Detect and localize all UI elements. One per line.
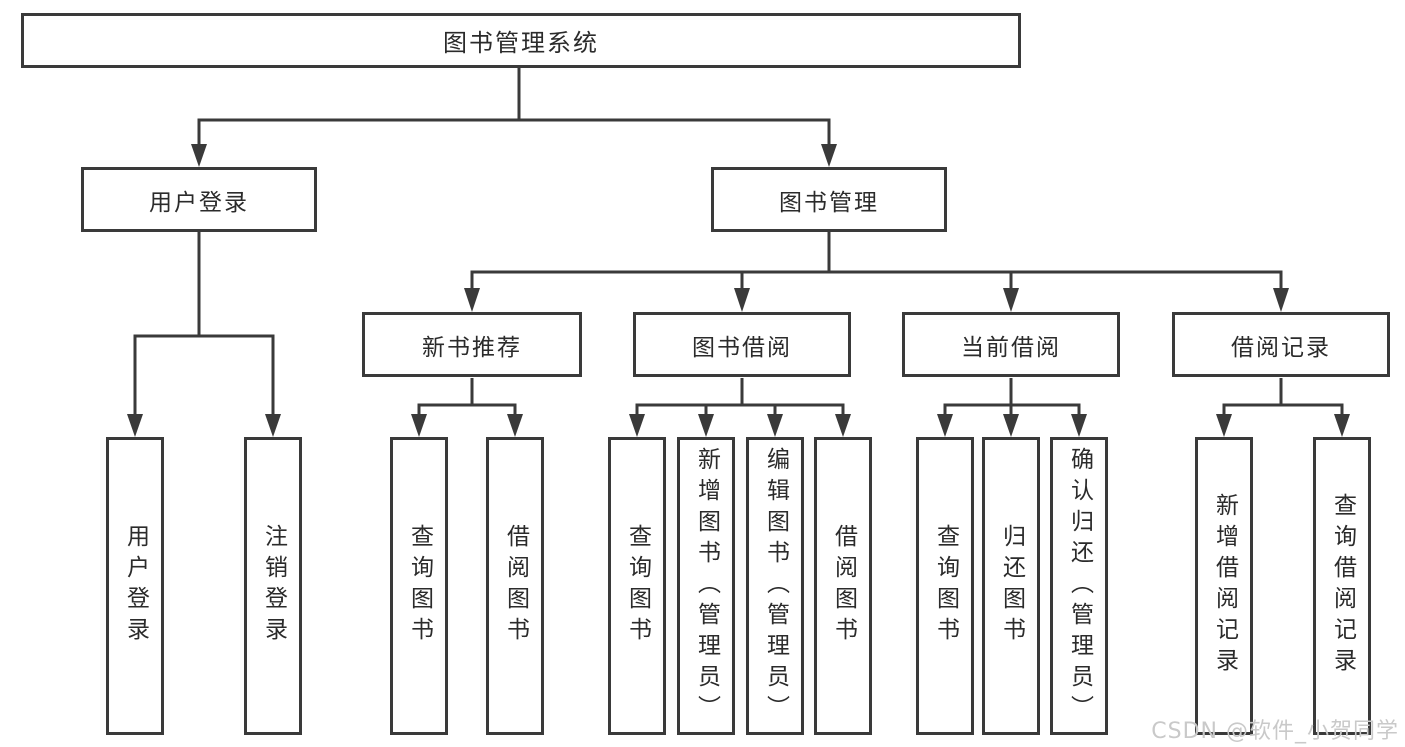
leaf-label: 归还图书 (998, 524, 1025, 648)
node-label: 借阅记录 (1231, 334, 1331, 361)
arrowhead (835, 414, 851, 437)
node-label: 图书借阅 (692, 334, 792, 361)
arrowhead (127, 414, 143, 437)
leaf-label: 编辑图书（管理员） (762, 446, 789, 726)
leaf-label: 查询借阅记录 (1329, 493, 1356, 679)
arrowhead (1334, 414, 1350, 437)
leaf-label: 查询图书 (932, 524, 959, 648)
arrowhead (265, 414, 281, 437)
leaf-label: 借阅图书 (502, 524, 529, 648)
leaf-cb-return-books: 归还图书 (982, 437, 1040, 735)
node-user-login: 用户登录 (81, 167, 317, 232)
arrowhead (937, 414, 953, 437)
leaf-bb-add-book-admin: 新增图书（管理员） (677, 437, 735, 735)
connector-user-login (133, 232, 275, 416)
arrowhead (507, 414, 523, 437)
connector-arrowheads (127, 144, 1350, 437)
node-label: 当前借阅 (961, 334, 1061, 361)
leaf-label: 新增借阅记录 (1211, 493, 1238, 679)
leaf-br-add-record: 新增借阅记录 (1195, 437, 1253, 735)
arrowhead (411, 414, 427, 437)
leaf-bb-query-books: 查询图书 (608, 437, 666, 735)
connector-book-borrow (635, 378, 845, 416)
leaf-nb-borrow-books: 借阅图书 (486, 437, 544, 735)
node-label: 图书管理 (779, 189, 879, 216)
arrowhead (1273, 288, 1289, 312)
leaf-nb-query-books: 查询图书 (390, 437, 448, 735)
node-book-management: 图书管理 (711, 167, 947, 232)
leaf-label: 注销登录 (260, 524, 287, 648)
arrowhead (464, 288, 480, 312)
leaf-cb-confirm-return-admin: 确认归还（管理员） (1050, 437, 1108, 735)
leaf-cb-query-books: 查询图书 (916, 437, 974, 735)
csdn-watermark: CSDN @软件_小贺同学 (1151, 719, 1399, 744)
leaf-label: 查询图书 (406, 524, 433, 648)
arrowhead (698, 414, 714, 437)
arrowhead (734, 288, 750, 312)
node-borrow-records: 借阅记录 (1172, 312, 1390, 377)
leaf-label: 查询图书 (624, 524, 651, 648)
arrowhead (821, 144, 837, 167)
arrowhead (1071, 414, 1087, 437)
connector-book-management (470, 232, 1283, 290)
node-current-borrow: 当前借阅 (902, 312, 1120, 377)
leaf-bb-borrow-books: 借阅图书 (814, 437, 872, 735)
leaf-logout: 注销登录 (244, 437, 302, 735)
leaf-label: 借阅图书 (830, 524, 857, 648)
connector-new-book (417, 378, 517, 416)
leaf-user-login: 用户登录 (106, 437, 164, 735)
node-label: 用户登录 (149, 189, 249, 216)
leaf-label: 用户登录 (122, 524, 149, 648)
node-label: 新书推荐 (422, 334, 522, 361)
connector-current-borrow (943, 378, 1081, 416)
node-library-management-system: 图书管理系统 (21, 13, 1021, 68)
arrowhead (767, 414, 783, 437)
leaf-br-query-record: 查询借阅记录 (1313, 437, 1371, 735)
arrowhead (629, 414, 645, 437)
leaf-label: 确认归还（管理员） (1066, 446, 1093, 726)
node-new-book-recommend: 新书推荐 (362, 312, 582, 377)
leaf-label: 新增图书（管理员） (693, 446, 720, 726)
arrowhead (191, 144, 207, 167)
arrowhead (1003, 414, 1019, 437)
arrowhead (1003, 288, 1019, 312)
node-book-borrow: 图书借阅 (633, 312, 851, 377)
connector-lines (133, 68, 1344, 416)
node-label: 图书管理系统 (443, 29, 599, 57)
connector-root (197, 68, 831, 146)
connector-borrow-records (1222, 378, 1344, 416)
leaf-bb-edit-book-admin: 编辑图书（管理员） (746, 437, 804, 735)
arrowhead (1216, 414, 1232, 437)
